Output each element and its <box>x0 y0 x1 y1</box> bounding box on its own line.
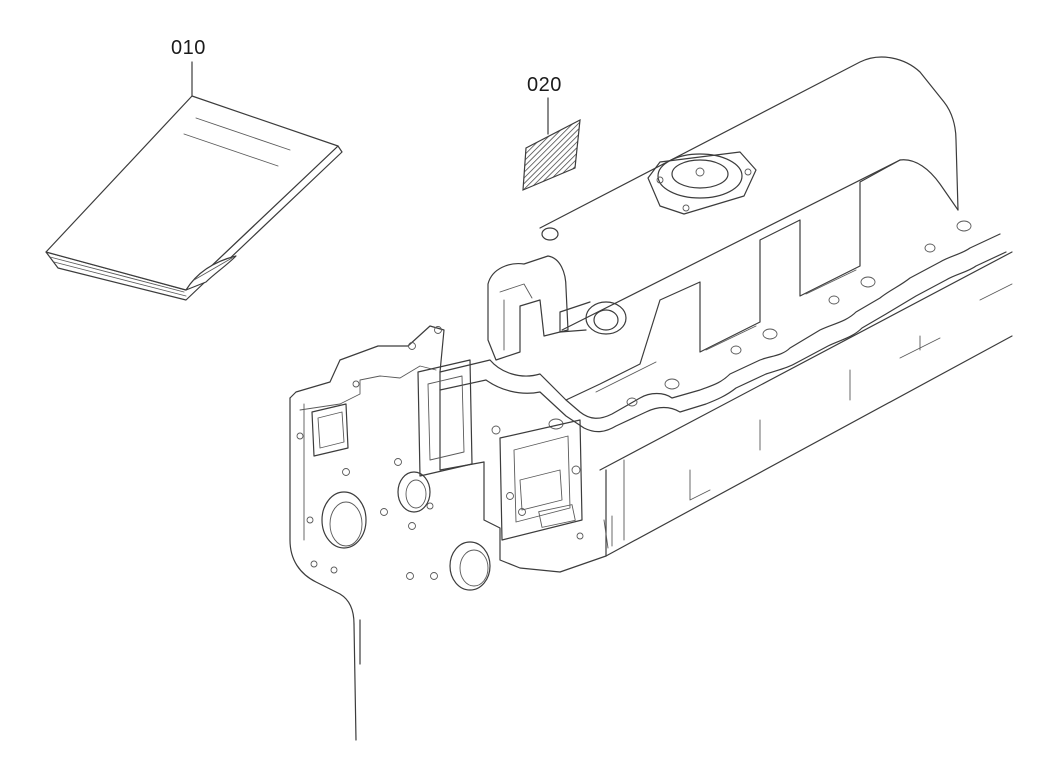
label-sticker-icon <box>522 97 581 191</box>
callout-020-label: 020 <box>527 74 562 96</box>
callout-010-label: 010 <box>171 37 206 59</box>
manual-book-icon <box>45 61 343 301</box>
engine-cylinder-head-diagram <box>289 56 1013 741</box>
